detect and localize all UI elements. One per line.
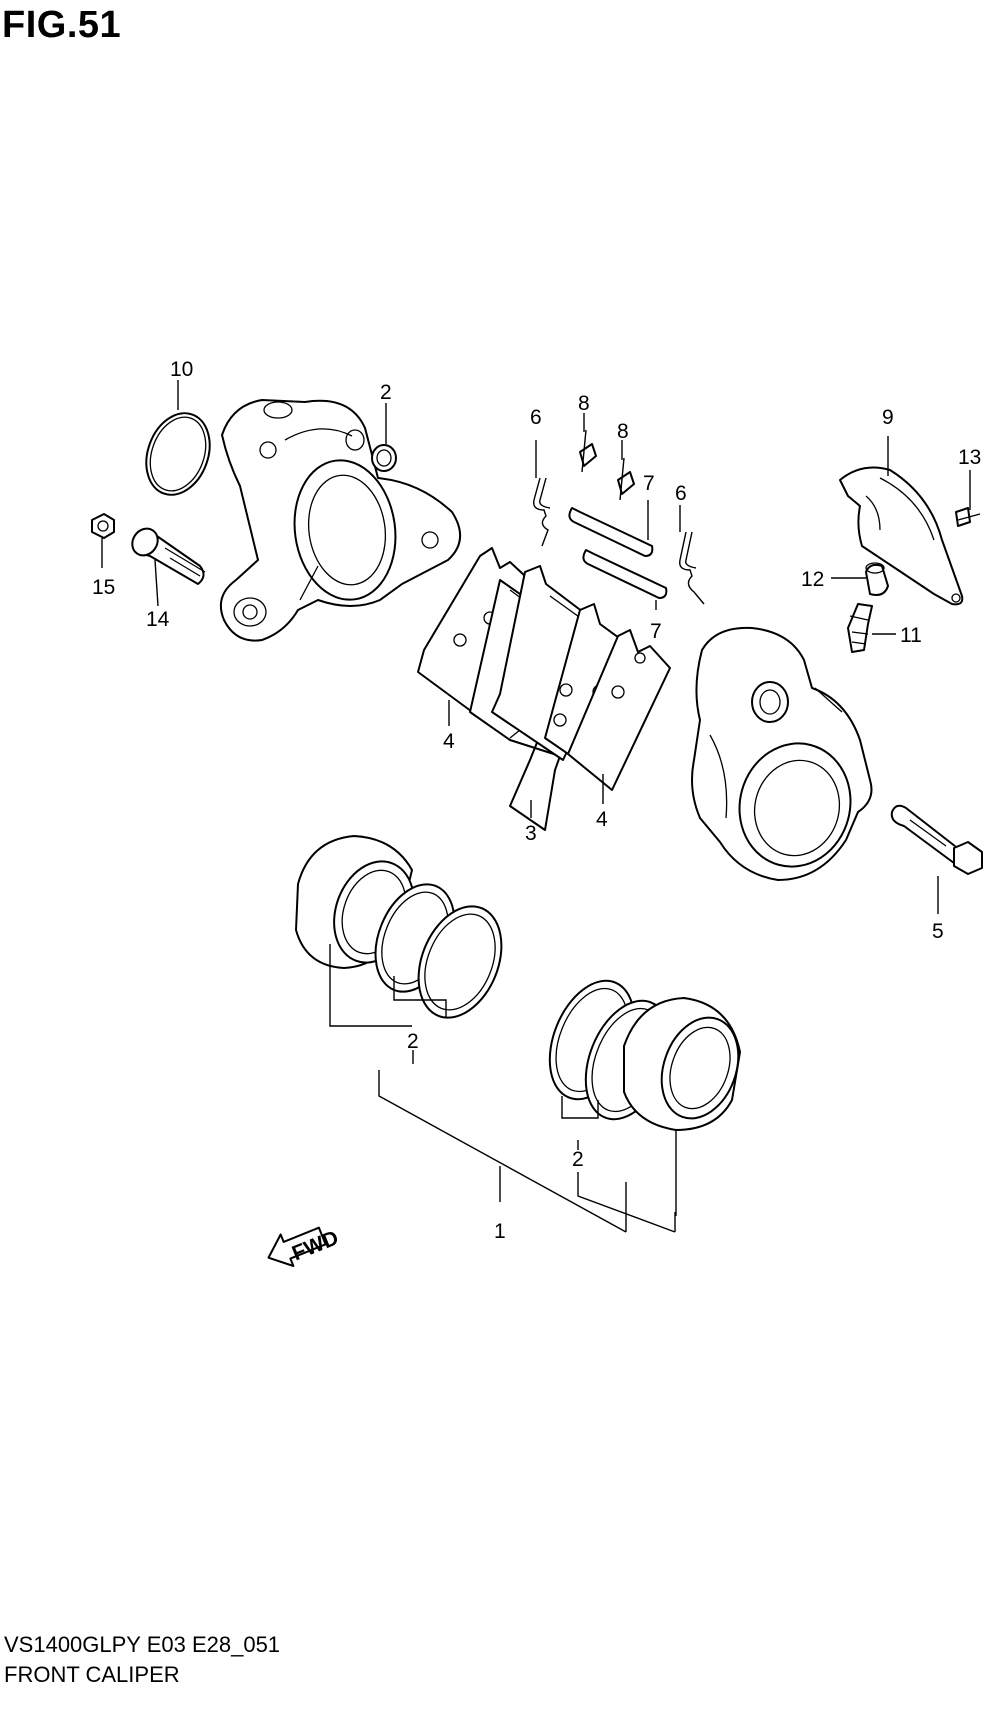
caliper-body[interactable] bbox=[691, 626, 873, 881]
part-12-bleeder-cap[interactable] bbox=[865, 562, 889, 596]
callout-15: 15 bbox=[92, 576, 115, 599]
callout-11: 11 bbox=[900, 624, 922, 647]
part-14-pin-bolt[interactable] bbox=[127, 524, 206, 585]
callout-4: 4 bbox=[443, 730, 455, 753]
callout-4: 4 bbox=[596, 808, 608, 831]
section-title: FRONT CALIPER bbox=[4, 1662, 180, 1687]
callout-13: 13 bbox=[958, 446, 981, 469]
callout-2: 2 bbox=[572, 1148, 584, 1171]
callout-7: 7 bbox=[643, 472, 655, 495]
part-7-pin-lower[interactable] bbox=[582, 549, 668, 599]
callout-3: 3 bbox=[525, 822, 537, 845]
part-4-pad-right[interactable] bbox=[567, 629, 671, 791]
callout-8: 8 bbox=[617, 420, 629, 443]
callout-12: 12 bbox=[801, 568, 824, 591]
part-10-cap[interactable] bbox=[135, 404, 220, 503]
part-9-pad-cover[interactable] bbox=[839, 466, 964, 606]
fwd-arrow-icon bbox=[267, 1226, 327, 1268]
callout-10: 10 bbox=[170, 358, 193, 381]
part-15-bolt[interactable] bbox=[91, 513, 115, 539]
caliper-bracket[interactable] bbox=[220, 399, 461, 642]
model-code: VS1400GLPY E03 E28_051 bbox=[4, 1632, 281, 1657]
part-6-clip-left[interactable] bbox=[533, 477, 551, 547]
footer: VS1400GLPY E03 E28_051 FRONT CALIPER bbox=[4, 1630, 280, 1690]
part-5-mounting-bolt[interactable] bbox=[890, 804, 983, 875]
callout-7: 7 bbox=[650, 620, 662, 643]
part-6-clip-right[interactable] bbox=[679, 531, 705, 605]
part-7-pin-upper[interactable] bbox=[568, 507, 654, 557]
callout-5: 5 bbox=[932, 920, 944, 943]
callout-labels: 10 2 6 8 8 7 6 7 9 13 12 11 15 14 4 4 3 … bbox=[92, 358, 981, 1243]
callout-14: 14 bbox=[146, 608, 170, 631]
part-1-piston-right[interactable] bbox=[623, 997, 752, 1131]
callout-6: 6 bbox=[530, 406, 542, 429]
part-2-seal-left-inner[interactable] bbox=[403, 894, 517, 1030]
part-13-screw[interactable] bbox=[955, 507, 981, 527]
part-8-clip-right[interactable] bbox=[617, 457, 635, 501]
part-11-bleeder-valve[interactable] bbox=[847, 603, 873, 653]
leader-lines bbox=[101, 380, 971, 1233]
part-2-ring-top[interactable] bbox=[371, 444, 397, 472]
callout-2: 2 bbox=[380, 381, 392, 404]
callout-6: 6 bbox=[675, 482, 687, 505]
callout-9: 9 bbox=[882, 406, 894, 429]
part-8-clip-left[interactable] bbox=[579, 429, 597, 473]
callout-1: 1 bbox=[494, 1220, 506, 1243]
figure-title: FIG.51 bbox=[2, 4, 122, 46]
callout-8: 8 bbox=[578, 392, 590, 415]
callout-2: 2 bbox=[407, 1030, 419, 1053]
